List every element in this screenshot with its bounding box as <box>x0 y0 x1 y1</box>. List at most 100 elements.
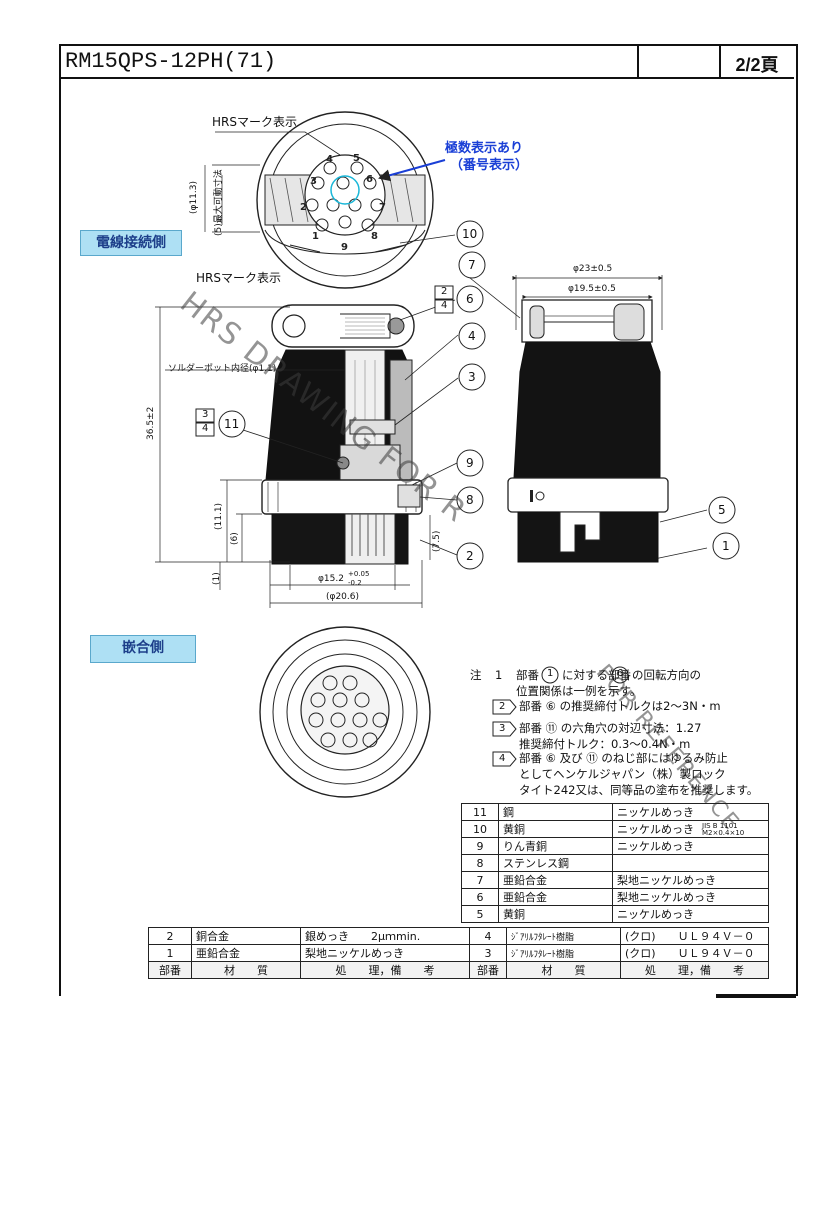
finish-cell: ニッケルめっき <box>612 905 769 923</box>
svg-text:4: 4 <box>326 154 333 165</box>
balloon-7: 7 <box>468 258 476 272</box>
ref-box-3: 3 <box>202 409 209 420</box>
svg-text:2: 2 <box>300 202 307 213</box>
material-cell: 亜鉛合金 <box>191 944 301 962</box>
side-view-dimensions <box>155 306 431 608</box>
material-cell: ｼﾞｱﾘﾙﾌﾀﾚｰﾄ樹脂 <box>506 927 621 945</box>
note-4-text: 部番 ⑥ 及び ⑪ のねじ部にはゆるみ防止 <box>519 751 728 765</box>
dim-d15-2-tol-dn: -0.2 <box>348 579 362 587</box>
part-no-cell: 2 <box>148 927 192 945</box>
note-4-line2: としてヘンケルジャパン（株）製ロック <box>519 767 726 781</box>
title-divider-1 <box>637 44 639 77</box>
th-part-no-r: 部番 <box>469 961 507 979</box>
table-header-row: 部番 材 質 処 理，備 考 部番 材 質 処 理，備 考 <box>148 961 769 979</box>
hrs-mark-side-label: HRSマーク表示 <box>196 271 281 285</box>
material-cell: ステンレス鋼 <box>498 854 613 872</box>
connector-side-view <box>261 304 423 565</box>
balloon-9: 9 <box>466 456 474 470</box>
title-divider-2 <box>719 44 721 77</box>
notes-label: 注 <box>470 668 482 682</box>
dim-h6: (6) <box>230 532 240 545</box>
hrs-mark-top-label: HRSマーク表示 <box>212 115 297 129</box>
dim-h1: (1) <box>212 572 222 585</box>
note-1-b: に対する部番 <box>562 668 631 682</box>
material-cell: 銅合金 <box>191 927 301 945</box>
ref-boxes <box>195 285 454 437</box>
finish-cell: 銀めっき 2μｍmin. <box>300 927 470 945</box>
svg-text:3: 3 <box>310 176 317 187</box>
part-no-cell: 6 <box>461 888 499 906</box>
svg-text:1: 1 <box>312 231 319 242</box>
svg-text:6: 6 <box>366 174 373 185</box>
note-2-text: 部番 ⑥ の推奨締付トルクは2～3N・m <box>519 699 721 713</box>
finish-text: ニッケルめっき <box>617 823 694 836</box>
dim-d23: φ23±0.5 <box>573 264 613 274</box>
finish-cell <box>612 854 769 872</box>
balloon-8: 8 <box>466 493 474 507</box>
svg-text:7: 7 <box>379 202 386 213</box>
svg-text:9: 9 <box>341 242 348 253</box>
frame-bottom-bar <box>716 994 796 998</box>
part-no-cell: 10 <box>461 820 499 838</box>
pin-number-labels: 4 5 3 6 2 7 1 8 9 <box>300 153 386 253</box>
note-1-num: 1 <box>495 668 503 682</box>
th-finish: 処 理，備 考 <box>300 961 470 979</box>
part-no-cell: 1 <box>148 944 192 962</box>
solder-pot-callout: ソルダーポット内径(φ1.1) <box>168 362 276 374</box>
part-no-cell: 4 <box>469 927 507 945</box>
material-cell: りん青銅 <box>498 837 613 855</box>
th-material: 材 質 <box>191 961 301 979</box>
ref-box-2: 2 <box>441 286 448 297</box>
drawing-frame <box>59 44 798 996</box>
note-3-ref: 3 <box>499 723 506 734</box>
note-2-ref: 2 <box>499 701 506 712</box>
balloon-1: 1 <box>722 539 730 553</box>
th-material-r: 材 質 <box>506 961 621 979</box>
balloon-3: 3 <box>468 370 476 384</box>
finish-cell: ニッケルめっき <box>612 803 769 821</box>
note-3-line2: 推奨締付トルク：0.3～0.4N・m <box>519 737 691 751</box>
balloon-4: 4 <box>468 329 476 343</box>
ref-box-4b: 4 <box>202 423 209 434</box>
dim-d15-2-tol-up: +0.05 <box>348 570 370 578</box>
connector-right-view <box>507 275 669 563</box>
finish-cell: (クロ) ＵＬ９４Ｖ－０ <box>620 927 769 945</box>
balloon-11: 11 <box>224 417 240 431</box>
part-no-cell: 9 <box>461 837 499 855</box>
material-cell: 鋼 <box>498 803 613 821</box>
dim-d15-2: φ15.2 <box>318 574 344 584</box>
dim-d19-5: φ19.5±0.5 <box>568 284 616 294</box>
material-cell: 黄銅 <box>498 905 613 923</box>
material-cell: 黄銅 <box>498 820 613 838</box>
balloon-5: 5 <box>718 503 726 517</box>
pin-contacts-top <box>305 161 384 232</box>
note-1-circle-1: 1 <box>547 668 554 679</box>
wire-side-end-view <box>256 111 434 289</box>
part-no-cell: 11 <box>461 803 499 821</box>
ref-box-4a: 4 <box>441 300 448 311</box>
polarity-label-1: 極数表示あり <box>445 141 524 156</box>
title-row <box>59 44 794 79</box>
part-no-cell: 3 <box>469 944 507 962</box>
part-no-cell: 5 <box>461 905 499 923</box>
finish-cell: 梨地ニッケルめっき <box>300 944 470 962</box>
part-no-cell: 7 <box>461 871 499 889</box>
note-1-a: 部番 <box>516 668 539 682</box>
dim-h36-5: 36.5±2 <box>146 406 156 440</box>
note-4-line3: タイト242又は、同等品の塗布を推奨します。 <box>519 783 759 797</box>
dim-d11-3: (φ11.3) <box>189 181 199 214</box>
svg-text:5: 5 <box>353 153 360 164</box>
page-number: 2/2頁 <box>735 55 779 75</box>
note-1-line2: 位置関係は一例を示す。 <box>516 684 642 698</box>
svg-text:8: 8 <box>371 231 378 242</box>
